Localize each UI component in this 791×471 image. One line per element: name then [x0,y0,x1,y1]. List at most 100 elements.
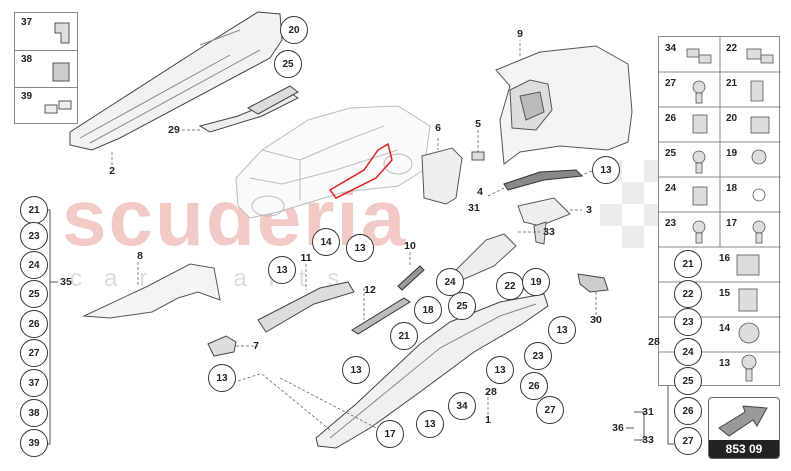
hw-19: 19 [726,148,738,159]
hw-24: 24 [665,183,677,194]
callout-25: 25 [274,50,302,78]
part-label-29: 29 [168,124,180,136]
sill-panel-2-drawing [69,11,283,151]
right-callout-24: 24 [674,338,702,366]
hw-23: 23 [665,218,677,229]
part-label-5: 5 [475,118,481,130]
right-callout-23: 23 [674,308,702,336]
diagram-reference-box: 853 09 [708,397,780,459]
part-label-31: 31 [468,202,480,214]
right-callout-27: 27 [674,427,702,455]
kit-item-37: 37 [21,17,33,28]
callout-19: 19 [522,268,550,296]
left-callout-27: 27 [20,339,48,367]
part-label-33: 33 [543,226,555,238]
highlighted-sill-red [328,142,393,199]
callout-17: 17 [376,420,404,448]
callout-13: 13 [592,156,620,184]
part-label-30: 30 [590,314,602,326]
strip-4-drawing [503,169,584,191]
bracket-7-drawing [207,335,237,357]
strip-10-drawing [397,265,425,291]
callout-26: 26 [520,372,548,400]
callout-21: 21 [390,322,418,350]
callout-20: 20 [280,16,308,44]
callout-13: 13 [268,256,296,284]
part-label-8: 8 [137,250,143,262]
hw-27: 27 [665,78,677,89]
hw-14: 14 [719,323,731,334]
hw-26: 26 [665,113,677,124]
hw-21: 21 [726,78,738,89]
left-callout-24: 24 [20,251,48,279]
bracket-3-drawing [517,197,571,227]
bracket-11-drawing [257,281,355,333]
bracket-30-drawing [577,273,609,293]
hw-13: 13 [719,358,731,369]
hw-20: 20 [726,113,738,124]
callout-13: 13 [416,410,444,438]
part-label-28: 28 [485,386,497,398]
part-label-3: 3 [586,204,592,216]
callout-18: 18 [414,296,442,324]
arrow-icon [718,405,768,437]
hw-16: 16 [719,253,731,264]
kit-icons [44,22,72,114]
callout-24: 24 [436,268,464,296]
left-callout-21: 21 [20,196,48,224]
kit-item-38: 38 [21,54,33,65]
part-label-7: 7 [253,340,259,352]
left-callout-26: 26 [20,310,48,338]
front-fender-8-drawing [82,263,221,319]
left-callout-23: 23 [20,222,48,250]
left-hardware-kit: 37 38 39 [14,12,78,124]
hw-34: 34 [665,43,677,54]
left-callout-37: 37 [20,369,48,397]
part-label-10: 10 [404,240,416,252]
part-label-28-group: 28 [648,336,660,348]
callout-23: 23 [524,342,552,370]
callout-22: 22 [496,272,524,300]
leader-lines [111,40,597,431]
callout-13: 13 [548,316,576,344]
hardware-grid-lines [659,37,781,382]
strip-12-drawing [351,297,411,335]
rear-fender-9-drawing [495,45,633,165]
hw-25: 25 [665,148,677,159]
right-callout-25: 25 [674,367,702,395]
hardware-grid: 34 22 27 21 26 20 25 19 24 18 23 17 16 1… [658,36,781,386]
callout-27: 27 [536,396,564,424]
panel-6-drawing [421,147,463,205]
right-callout-22: 22 [674,280,702,308]
hw-15: 15 [719,288,731,299]
callout-34: 34 [448,392,476,420]
callout-14: 14 [312,228,340,256]
kit-item-39: 39 [21,91,33,102]
part-label-4: 4 [477,186,483,198]
hw-17: 17 [726,218,738,229]
part-label-12: 12 [364,284,376,296]
bracket-29-drawing [198,85,299,133]
clip-5-drawing [471,151,485,161]
callout-13: 13 [486,356,514,384]
part-label-11: 11 [300,252,312,264]
left-callout-39: 39 [20,429,48,457]
right-callout-21: 21 [674,250,702,278]
part-label-36: 36 [612,422,624,434]
part-label-1: 1 [485,414,491,426]
main-sill-1-drawing [315,293,549,449]
part-label-2: 2 [109,165,115,177]
callout-13: 13 [208,364,236,392]
part-label-9: 9 [517,28,523,40]
left-callout-25: 25 [20,280,48,308]
callout-13: 13 [346,234,374,262]
part-label-31-group: 31 [642,406,654,418]
diagram-number: 853 09 [709,440,779,458]
callout-13: 13 [342,356,370,384]
hw-22: 22 [726,43,738,54]
part-label-35: 35 [60,276,72,288]
part-label-33-group: 33 [642,434,654,446]
callout-25: 25 [448,292,476,320]
left-callout-38: 38 [20,399,48,427]
